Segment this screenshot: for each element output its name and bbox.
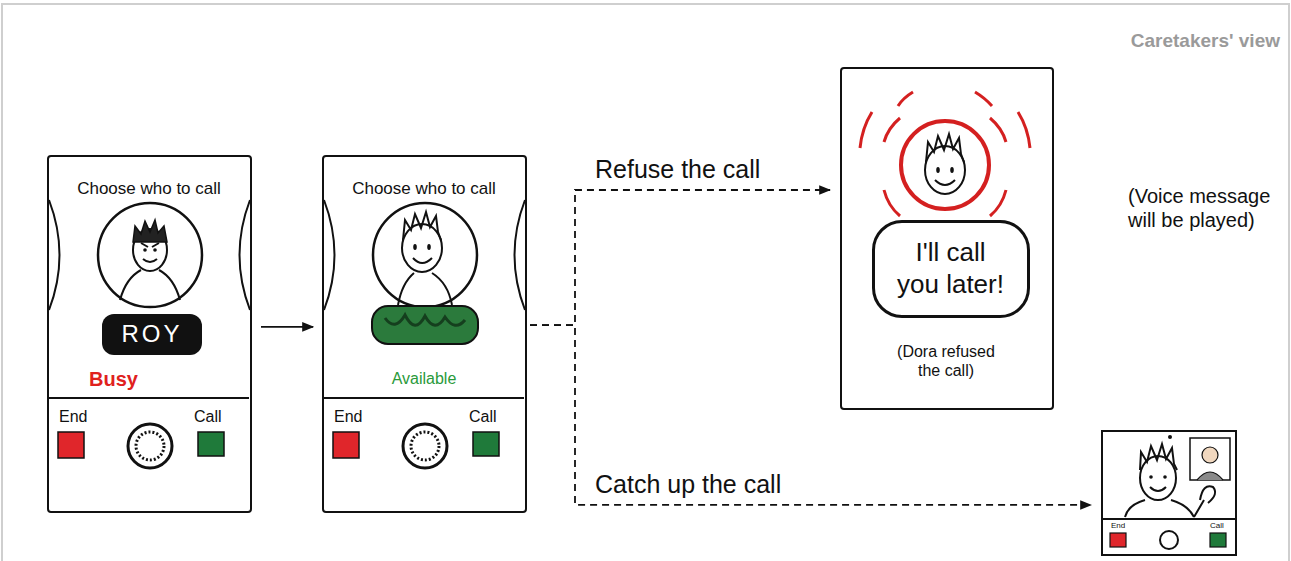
status-text: Busy [89, 367, 159, 391]
end-button [333, 432, 359, 458]
button-label: End [334, 407, 362, 426]
call-button [198, 432, 224, 456]
waving-hand [1200, 486, 1215, 503]
view-title: Caretakers' view [1131, 30, 1280, 52]
avatar-frame [98, 203, 202, 307]
self-view-inset [1190, 438, 1230, 480]
phone-screen: (Dora refused the call) I'll call you lat… [840, 67, 1054, 410]
call-bar-divider [1101, 518, 1237, 520]
note-text: (Dora refused the call) [887, 342, 1005, 380]
edge-label: Catch up the call [592, 469, 784, 499]
avatar-eye [143, 248, 147, 252]
avatar-eye [427, 244, 431, 250]
avatar-head [402, 224, 442, 272]
carousel-edge [49, 200, 60, 310]
button-label: Call [194, 407, 222, 426]
name-plate: ROY [102, 314, 202, 355]
phone-screen: Choose who to callBusy ROY End Call [47, 155, 252, 513]
video-call-screen: End Call [1101, 430, 1237, 556]
avatar-mouth [413, 258, 432, 263]
dial-knob-ridges [411, 432, 439, 460]
avatar-hair [403, 212, 441, 240]
flow-arrow [530, 325, 1091, 505]
avatar-brows [141, 243, 159, 247]
button-label: Call [1210, 521, 1224, 531]
end-button [58, 432, 84, 458]
call-button [473, 432, 499, 456]
ringing-avatar-frame [901, 121, 989, 209]
control-panel: End Call [49, 397, 249, 510]
dial-knob [403, 424, 447, 468]
caller-eye [1163, 475, 1167, 479]
carousel-edge [324, 200, 335, 310]
end-button [1110, 533, 1126, 547]
caller-head [1140, 456, 1176, 500]
contact-name: ROY [121, 320, 182, 349]
avatar-hair [926, 134, 964, 162]
caller-hair [1140, 444, 1177, 470]
avatar-mouth [143, 259, 157, 262]
avatar-hair [133, 220, 167, 242]
avatar-body [120, 270, 180, 300]
scribble [385, 315, 465, 325]
ringing-marks [860, 92, 1030, 216]
avatar-head [925, 146, 965, 194]
flow-arrow [261, 326, 313, 328]
avatar-mouth [935, 180, 955, 185]
inset-person-head [1202, 447, 1218, 463]
screen-heading: Choose who to call [49, 179, 249, 199]
name-plate [372, 306, 478, 344]
avatar-eye [936, 167, 940, 173]
call-button [1210, 533, 1226, 547]
inset-person-body [1197, 472, 1223, 480]
button-label: End [59, 407, 87, 426]
caller-mouth [1150, 487, 1166, 491]
button-label: End [1111, 521, 1125, 531]
edge-label: Refuse the call [592, 154, 763, 184]
dial-knob [128, 424, 172, 468]
caller-body [1125, 500, 1204, 517]
bubble-text: I'll call you later! [895, 237, 1007, 299]
avatar-eye [950, 167, 954, 173]
figure-frame [2, 4, 1289, 561]
carousel-edge [240, 200, 251, 310]
screen-heading: Choose who to call [324, 179, 524, 199]
dial-knob-ridges [136, 432, 164, 460]
avatar-body [398, 273, 452, 305]
avatar-eye [153, 248, 157, 252]
status-text: Available [324, 369, 524, 388]
button-label: Call [469, 407, 497, 426]
annotation: (Voice message will be played) [1128, 184, 1280, 232]
flow-arrow [530, 190, 830, 325]
camera-dot [1168, 435, 1172, 439]
caller-eye [1149, 475, 1153, 479]
dial-knob [1160, 531, 1178, 549]
phone-screen: Choose who to callAvailableEnd Call [322, 155, 527, 513]
avatar-eye [413, 244, 417, 250]
avatar-frame [373, 203, 477, 307]
speech-bubble: I'll call you later! [872, 220, 1030, 318]
carousel-edge [515, 200, 526, 310]
control-panel: End Call [324, 397, 524, 510]
